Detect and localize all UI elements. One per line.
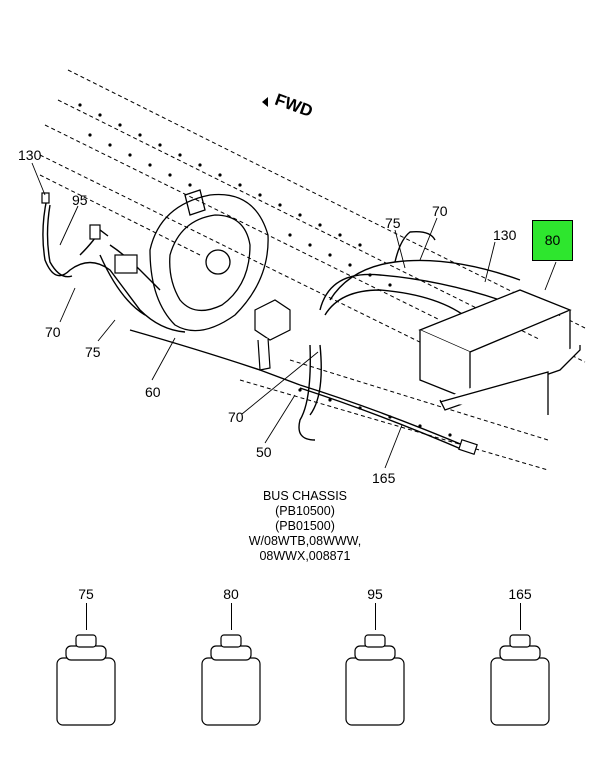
- callout-leaders: [31, 162, 557, 469]
- caption-line: W/08WTB,08WWW,: [248, 534, 362, 548]
- forward-marker: FWD: [262, 90, 315, 121]
- callout-75-left: 75: [85, 344, 101, 360]
- part-leader: [231, 603, 232, 630]
- callout-95: 95: [72, 192, 88, 208]
- part-label-95: 95: [367, 586, 383, 602]
- bottle-icon: [201, 634, 261, 726]
- caption-line: 08WWX,008871: [259, 549, 351, 563]
- forward-label: FWD: [272, 90, 315, 121]
- part-leader: [86, 603, 87, 630]
- highlighted-callout-80-label: 80: [544, 232, 561, 248]
- bottle-icon: [490, 634, 550, 726]
- callout-60: 60: [145, 384, 161, 400]
- callout-165: 165: [372, 470, 396, 486]
- callout-70-left: 70: [45, 324, 61, 340]
- diagram-caption: BUS CHASSIS (PB10500) (PB01500) W/08WTB,…: [220, 489, 390, 564]
- callout-70-mid: 70: [228, 409, 244, 425]
- callout-130-left: 130: [18, 147, 42, 163]
- forward-arrow-icon: [262, 97, 268, 107]
- main-harness: [129, 230, 541, 453]
- callout-70-top: 70: [432, 203, 448, 219]
- battery-box: [418, 289, 581, 415]
- caption-line: BUS CHASSIS: [262, 489, 348, 503]
- part-label-80: 80: [223, 586, 239, 602]
- caption-line: (PB01500): [275, 519, 335, 533]
- flywheel-housing: [149, 189, 269, 332]
- part-leader: [375, 603, 376, 630]
- part-illustrations: [56, 634, 550, 726]
- part-label-165: 165: [508, 586, 532, 602]
- callout-labels: 130 95 70 75 60 70 50 165 75 70 130: [18, 147, 517, 486]
- caption-line: (PB10500): [275, 504, 335, 518]
- callout-50: 50: [256, 444, 272, 460]
- bottle-icon: [345, 634, 405, 726]
- harness-end-terminal: [458, 439, 478, 455]
- callout-75-top: 75: [385, 215, 401, 231]
- mounting-bracket: [254, 299, 291, 371]
- connector-left: [41, 192, 138, 274]
- highlighted-callout-80[interactable]: [532, 220, 573, 261]
- part-leader: [520, 603, 521, 630]
- part-label-75: 75: [78, 586, 94, 602]
- bottle-icon: [56, 634, 116, 726]
- callout-130-top: 130: [493, 227, 517, 243]
